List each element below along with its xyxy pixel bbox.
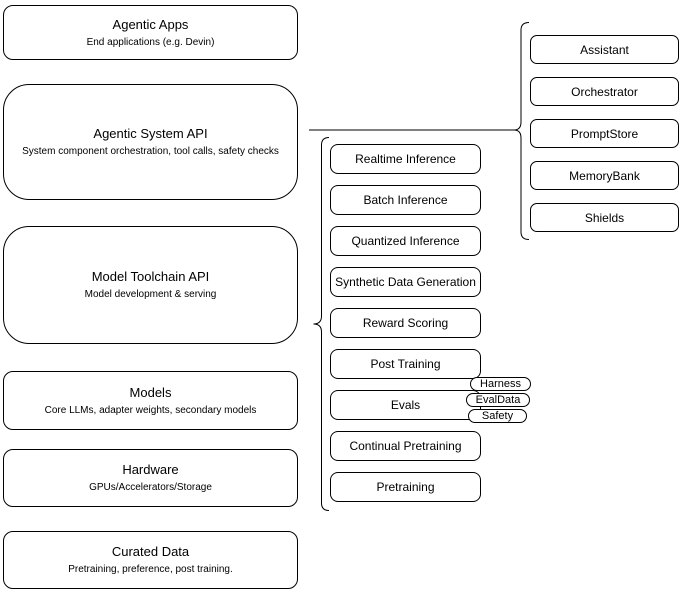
layer-box-hardware: Hardware GPUs/Accelerators/Storage bbox=[3, 449, 298, 507]
layer-subtitle: System component orchestration, tool cal… bbox=[22, 146, 279, 157]
layer-box-agentic-system-api: Agentic System API System component orch… bbox=[3, 84, 298, 200]
component-box-realtime-inference: Realtime Inference bbox=[330, 144, 481, 174]
layer-box-agentic-apps: Agentic Apps End applications (e.g. Devi… bbox=[3, 5, 298, 60]
component-box-post-training: Post Training bbox=[330, 349, 481, 379]
system-components-brace bbox=[513, 22, 530, 240]
system-box-promptstore: PromptStore bbox=[530, 119, 679, 148]
component-box-pretraining: Pretraining bbox=[330, 472, 481, 502]
component-box-quantized-inference: Quantized Inference bbox=[330, 226, 481, 256]
eval-tag-safety: Safety bbox=[468, 409, 527, 423]
component-box-continual-pretraining: Continual Pretraining bbox=[330, 431, 481, 461]
layer-box-models: Models Core LLMs, adapter weights, secon… bbox=[3, 371, 298, 430]
layer-subtitle: Model development & serving bbox=[84, 289, 217, 300]
system-box-orchestrator: Orchestrator bbox=[530, 77, 679, 106]
component-box-batch-inference: Batch Inference bbox=[330, 185, 481, 215]
layer-title: Agentic Apps bbox=[112, 16, 189, 32]
system-box-assistant: Assistant bbox=[530, 35, 679, 64]
component-box-synthetic-data-generation: Synthetic Data Generation bbox=[330, 267, 481, 297]
system-box-memorybank: MemoryBank bbox=[530, 161, 679, 190]
layer-box-model-toolchain-api: Model Toolchain API Model development & … bbox=[3, 226, 298, 344]
layer-title: Hardware bbox=[122, 462, 179, 477]
layer-box-curated-data: Curated Data Pretraining, preference, po… bbox=[3, 531, 298, 589]
eval-tag-harness: Harness bbox=[470, 377, 531, 391]
layer-title: Agentic System API bbox=[93, 126, 208, 141]
layer-subtitle: GPUs/Accelerators/Storage bbox=[89, 482, 212, 493]
layer-title: Curated Data bbox=[111, 544, 190, 559]
system-box-shields: Shields bbox=[530, 203, 679, 232]
layer-subtitle: Core LLMs, adapter weights, secondary mo… bbox=[44, 404, 257, 416]
toolchain-components-brace bbox=[313, 137, 330, 511]
layer-subtitle: Pretraining, preference, post training. bbox=[68, 564, 233, 575]
component-box-evals: Evals bbox=[330, 390, 481, 420]
layer-title: Models bbox=[129, 384, 172, 400]
eval-tag-evaldata: EvalData bbox=[466, 393, 530, 407]
layer-title: Model Toolchain API bbox=[91, 269, 210, 284]
layer-subtitle: End applications (e.g. Devin) bbox=[86, 36, 215, 48]
component-box-reward-scoring: Reward Scoring bbox=[330, 308, 481, 338]
